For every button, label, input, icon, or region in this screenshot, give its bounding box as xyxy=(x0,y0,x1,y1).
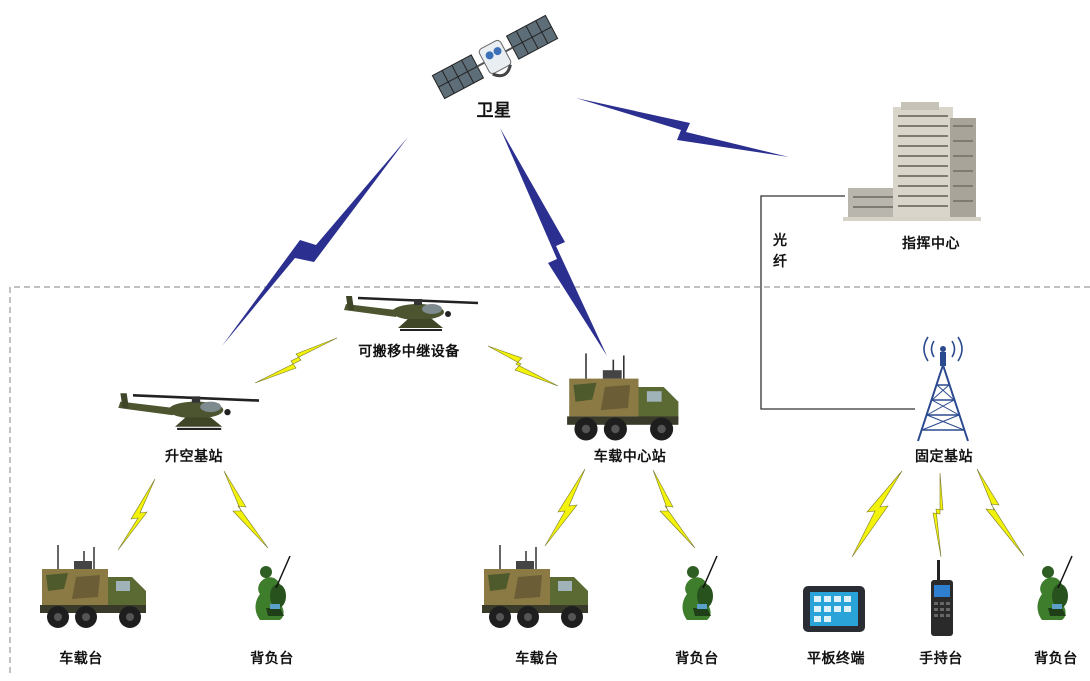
tablet-label: 平板终端 xyxy=(807,651,865,667)
tablet-icon xyxy=(803,586,865,632)
satellite-label: 卫星 xyxy=(476,101,512,121)
radio-link-relay-aerial xyxy=(254,337,338,384)
soldier-icon xyxy=(681,555,718,621)
handheld-radio-icon xyxy=(931,560,953,636)
command-center-label: 指挥中心 xyxy=(902,236,960,252)
military-truck-icon xyxy=(481,544,589,629)
vehicle-terminal-label-2: 车载台 xyxy=(515,651,559,667)
aerial-base-label: 升空基站 xyxy=(165,449,223,465)
radio-link-center-truck xyxy=(544,468,586,547)
fiber-line xyxy=(760,195,915,410)
vehicle-terminal-label-1: 车载台 xyxy=(59,651,103,667)
relay-label: 可搬移中继设备 xyxy=(358,344,460,360)
office-building-icon xyxy=(843,102,981,221)
radio-link-center-backpack xyxy=(652,469,696,549)
soldier-icon xyxy=(1036,555,1073,621)
satellite-link-vehicle-center xyxy=(500,128,607,356)
relay-helicopter-icon xyxy=(342,294,480,332)
radio-link-aerial-backpack xyxy=(223,470,269,549)
radio-link-aerial-truck xyxy=(117,478,156,551)
handheld-label: 手持台 xyxy=(919,651,963,667)
soldier-icon xyxy=(254,555,291,621)
backpack-label-2: 背负台 xyxy=(675,651,719,667)
fiber-label: 光纤 xyxy=(773,233,787,270)
aerial-base-helicopter-icon xyxy=(116,391,261,431)
radio-link-fixed-handheld xyxy=(932,472,944,558)
vehicle-center-label: 车载中心站 xyxy=(593,449,667,465)
backpack-label-1: 背负台 xyxy=(250,651,294,667)
radio-link-relay-vehicle xyxy=(487,345,559,387)
satellite-link-command-center xyxy=(576,98,789,157)
vehicle-center-truck-icon xyxy=(566,352,680,442)
radio-tower-icon xyxy=(917,336,969,442)
military-truck-icon xyxy=(39,544,147,629)
fixed-base-label: 固定基站 xyxy=(915,449,973,465)
radio-link-fixed-backpack xyxy=(976,468,1025,557)
radio-link-fixed-tablet xyxy=(851,470,903,558)
satellite-icon xyxy=(431,14,559,100)
field-area-boundary xyxy=(9,286,1090,677)
backpack-label-3: 背负台 xyxy=(1034,651,1078,667)
